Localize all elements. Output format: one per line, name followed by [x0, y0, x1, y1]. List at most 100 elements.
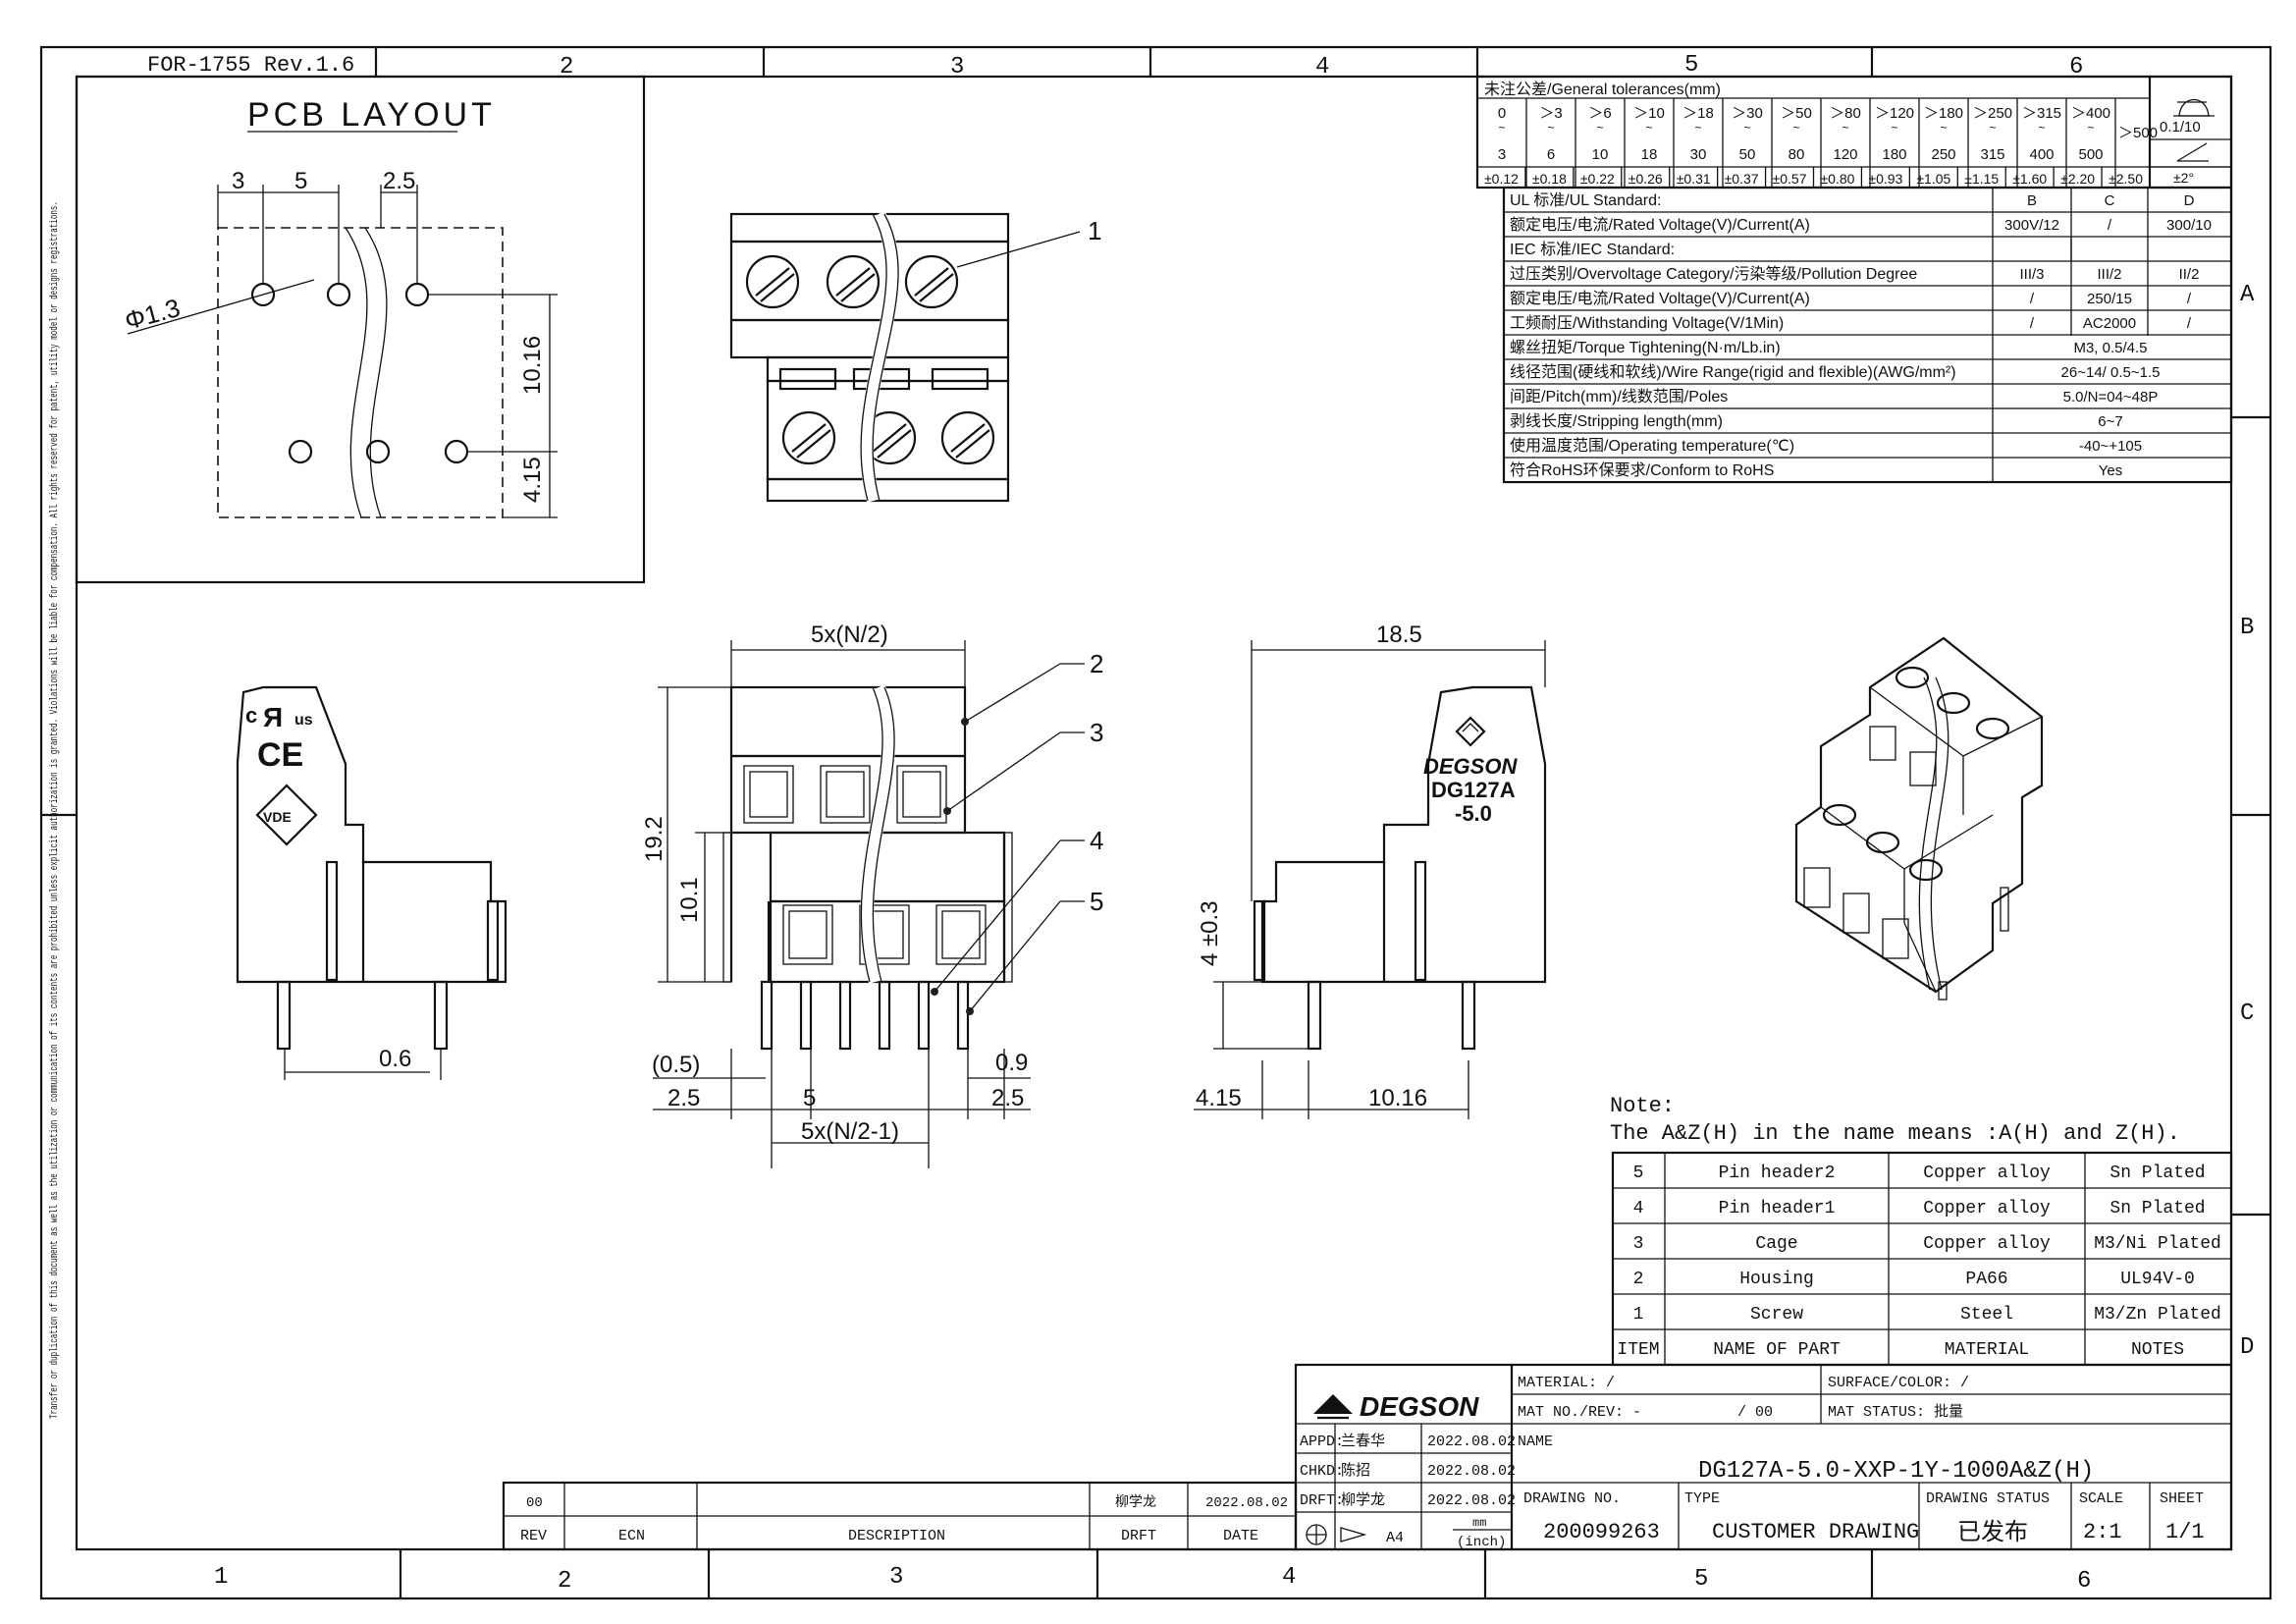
zone-bottom-4: 4	[1282, 1564, 1296, 1591]
bom-cell: Pin header2	[1719, 1164, 1836, 1183]
pcb-dim-10.16: 10.16	[519, 336, 546, 395]
bom-cell: 1	[1633, 1305, 1644, 1325]
tol-to: 3	[1498, 146, 1506, 163]
bom-table	[1611, 1151, 2233, 1367]
tol-to: 50	[1739, 146, 1756, 163]
spec-value: C	[2105, 192, 2115, 209]
row-A: A	[2240, 282, 2255, 308]
spec-value: III/3	[2019, 266, 2044, 283]
tolerance-finish: 0.1/10	[2160, 119, 2201, 135]
top-view	[729, 210, 1081, 503]
tol-to: 30	[1690, 146, 1707, 163]
tb-chkd-date: 2022.08.02	[1427, 1463, 1516, 1480]
tol-from: ＞3	[1539, 105, 1562, 122]
spec-value: /	[2187, 315, 2192, 332]
rev-date: 2022.08.02	[1205, 1495, 1288, 1511]
spec-value: 6~7	[2098, 413, 2122, 430]
tol-from: ＞315	[2022, 105, 2061, 122]
tb-drft-date: 2022.08.02	[1427, 1492, 1516, 1509]
tol-from: ＞120	[1875, 105, 1914, 122]
tol-tilde: ~	[2038, 121, 2045, 135]
spec-value: -40~+105	[2079, 438, 2142, 455]
tb-sheet-label: SHEET	[2160, 1490, 2204, 1507]
spec-label: 符合RoHS环保要求/Conform to RoHS	[1510, 461, 1774, 479]
zone-bottom-5: 5	[1694, 1566, 1708, 1593]
spec-value: 26~14/ 0.5~1.5	[2061, 364, 2161, 381]
front-dim-5: 5	[803, 1085, 816, 1111]
tol-from: ＞250	[1973, 105, 2012, 122]
rev-h-date: DATE	[1223, 1528, 1258, 1544]
tol-value: ±0.80	[1820, 171, 1854, 187]
tol-from: ＞180	[1924, 105, 1963, 122]
spec-value: B	[2027, 192, 2037, 209]
tb-type: CUSTOMER DRAWING	[1712, 1520, 1919, 1544]
front-dim-10.1: 10.1	[676, 877, 703, 923]
spec-label: 使用温度范围/Operating temperature(℃)	[1510, 437, 1794, 455]
spec-value: Yes	[2099, 462, 2122, 479]
tol-tilde: ~	[1891, 121, 1897, 135]
tol-from: ＞400	[2071, 105, 2110, 122]
tol-tilde: ~	[1989, 121, 1996, 135]
tol-to: 180	[1882, 146, 1906, 163]
tol-value: ±0.12	[1484, 171, 1519, 187]
tolerance-title: 未注公差/General tolerances(mm)	[1484, 81, 1721, 98]
bom-cell: Copper alloy	[1923, 1199, 2051, 1218]
zone-bottom-1: 1	[214, 1564, 228, 1591]
bom-cell: Sn Plated	[2109, 1199, 2205, 1218]
row-D: D	[2240, 1334, 2254, 1361]
tol-to: 18	[1641, 146, 1658, 163]
spec-label: 间距/Pitch(mm)/线数范围/Poles	[1510, 388, 1728, 406]
tol-value: ±0.31	[1677, 171, 1711, 187]
tb-name: DG127A-5.0-XXP-1Y-1000A&Z(H)	[1698, 1458, 2094, 1485]
tb-unit-mm: mm	[1472, 1516, 1486, 1530]
front-dim-2.5-right: 2.5	[991, 1085, 1024, 1111]
zone-bottom-3: 3	[889, 1564, 903, 1591]
tol-value: ±2.20	[2060, 171, 2095, 187]
bom-cell: Cage	[1755, 1234, 1797, 1254]
bom-cell: Steel	[1960, 1305, 2013, 1325]
front-dim-2.5-left: 2.5	[667, 1085, 700, 1111]
zone-top-5: 5	[1684, 52, 1698, 79]
front-dim-19.2: 19.2	[641, 816, 667, 862]
tolerance-values: 0~3＞3~6＞6~10＞10~18＞18~30＞30~50＞50~80＞80~…	[1484, 105, 2143, 187]
svg-text:c: c	[245, 703, 257, 728]
note-title: Note:	[1610, 1094, 1675, 1118]
tol-tilde: ~	[1792, 121, 1799, 135]
spec-label: 额定电压/电流/Rated Voltage(V)/Current(A)	[1510, 216, 1810, 234]
tol-tilde: ~	[1645, 121, 1652, 135]
front-dim-0.5: (0.5)	[652, 1052, 700, 1078]
tb-unit-inch: (inch)	[1457, 1535, 1506, 1550]
form-id: FOR-1755 Rev.1.6	[147, 53, 354, 78]
spec-value: III/2	[2097, 266, 2121, 283]
zone-top-3: 3	[950, 54, 964, 81]
rev-h-desc: DESCRIPTION	[848, 1528, 945, 1544]
svg-text:Я: Я	[263, 702, 283, 732]
tol-to: 400	[2029, 146, 2054, 163]
tol-from: 0	[1498, 105, 1506, 122]
tb-rev: / 00	[1737, 1404, 1773, 1421]
tol-tilde: ~	[1596, 121, 1603, 135]
side-legal-note: Transfer or duplication of this document…	[49, 201, 61, 1419]
right-model: DG127A	[1431, 778, 1516, 802]
bom-cell: Copper alloy	[1923, 1234, 2051, 1254]
bom-header: NAME OF PART	[1713, 1340, 1841, 1360]
pcb-hole-dia: Φ1.3	[122, 293, 184, 336]
tol-to: 500	[2078, 146, 2103, 163]
tb-status: 已发布	[1957, 1519, 2028, 1547]
rev-h-rev: REV	[520, 1528, 547, 1544]
bom-cell: Screw	[1750, 1305, 1803, 1325]
pcb-dim-5: 5	[294, 168, 307, 194]
callout-2: 2	[1090, 649, 1103, 678]
tol-value: ±1.05	[1916, 171, 1950, 187]
bom-cell: M3/Ni Plated	[2094, 1234, 2221, 1254]
tb-surface: SURFACE/COLOR: /	[1828, 1375, 1969, 1391]
svg-text:CE: CE	[257, 736, 303, 774]
tb-type-label: TYPE	[1684, 1490, 1720, 1507]
tol-from: ＞10	[1633, 105, 1665, 122]
spec-label: 额定电压/电流/Rated Voltage(V)/Current(A)	[1510, 290, 1810, 307]
right-dim-4: 4 ±0.3	[1197, 900, 1223, 966]
callout-3: 3	[1090, 718, 1103, 747]
tol-from: ＞6	[1588, 105, 1611, 122]
